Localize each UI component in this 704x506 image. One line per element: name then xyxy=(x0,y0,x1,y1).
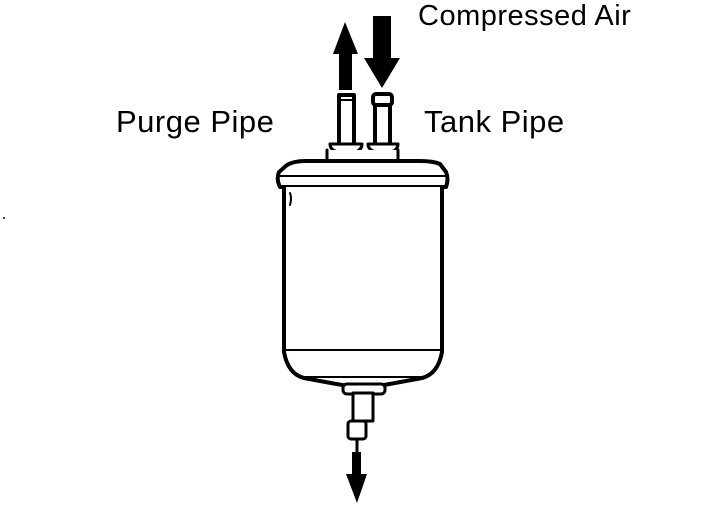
compressed-air-label: Compressed Air xyxy=(418,0,632,32)
compressed-air-arrow xyxy=(364,16,400,88)
canister-body xyxy=(282,185,444,380)
purge-pipe-label: Purge Pipe xyxy=(116,104,275,139)
canister-top-collar xyxy=(275,148,450,189)
bottom-outlet-pipe xyxy=(346,391,375,454)
tank-pipe xyxy=(366,92,400,154)
purge-pipe xyxy=(328,93,364,154)
purge-outflow-arrow xyxy=(333,22,358,90)
bottom-outflow-arrow xyxy=(346,452,367,503)
tank-pipe-label: Tank Pipe xyxy=(424,104,565,139)
